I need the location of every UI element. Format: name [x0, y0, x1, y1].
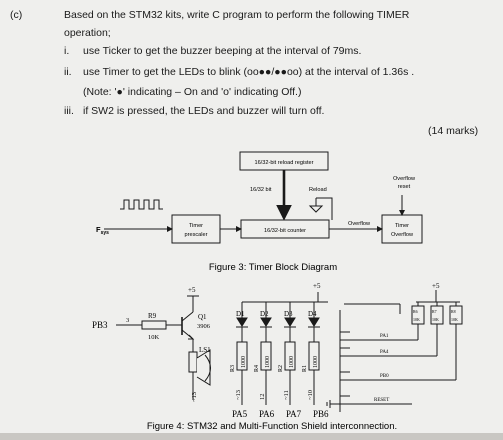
clock-waveform	[120, 199, 163, 210]
fsys-label: Fsys	[96, 225, 109, 236]
reload-register-label: 16/32-bit reload register	[254, 160, 313, 166]
res-right-label-r6: R6	[413, 309, 418, 314]
overflow-reset-label-2: reset	[398, 184, 411, 190]
res-right-value-3: 10K	[451, 317, 458, 322]
figure3-caption: Figure 3: Timer Block Diagram	[209, 262, 337, 273]
res-value-4: 1000	[313, 356, 319, 368]
pb3-label: PB3	[92, 320, 108, 330]
bit-label: 16/32 bit	[250, 187, 272, 193]
res-right-value-2: 10K	[432, 317, 439, 322]
plus5-led-label: +5	[313, 282, 321, 290]
overflow-label: Overflow	[348, 221, 371, 227]
question-intro-line1: Based on the STM32 kits, write C program…	[64, 9, 410, 21]
question-label: (c)	[10, 9, 23, 21]
pin-label-12: 12	[259, 394, 266, 401]
reload-label: Reload	[309, 187, 327, 193]
pin3-label: 3	[126, 317, 129, 324]
figure4-caption: Figure 4: STM32 and Multi-Function Shiel…	[147, 421, 397, 432]
item-text-1: use Ticker to get the buzzer beeping at …	[83, 45, 362, 57]
item-number-2: ii.	[64, 66, 72, 78]
timer-block-diagram: 16/32-bit reload register 16/32 bit Relo…	[96, 151, 423, 273]
led-label-d3: D3	[284, 310, 293, 318]
led-column-1	[236, 302, 248, 405]
res-label-r4: R4	[254, 365, 260, 372]
counter-label: 16/32-bit counter	[264, 228, 306, 234]
item-number-1: i.	[64, 45, 70, 57]
overflow-reset-label-1: Overflow	[393, 176, 416, 182]
r9-value: 10K	[148, 334, 160, 341]
item-text-2: use Timer to get the LEDs to blink (oo●●…	[83, 66, 415, 78]
led-label-d4: D4	[308, 310, 317, 318]
res-label-r1: R1	[302, 365, 308, 372]
timer-overflow-box	[381, 214, 423, 244]
switch-label-pa4: PA4	[380, 350, 389, 355]
res-right-label-r7: R7	[432, 309, 437, 314]
plus5-switch-label: +5	[432, 282, 440, 290]
timer-overflow-label-2: Overflow	[391, 232, 414, 238]
res-value-1: 1000	[241, 356, 247, 368]
q1-part-label: 3906	[197, 323, 211, 330]
r9-label: R9	[148, 312, 157, 320]
timer-overflow-label-1: Timer	[395, 223, 409, 229]
led-label-d2: D2	[260, 310, 269, 318]
res-value-2: 1000	[265, 356, 271, 368]
switch-network	[326, 290, 463, 412]
prescaler-label-1: Timer	[189, 223, 203, 229]
port-label-pa7: PA7	[286, 409, 302, 419]
switch-label-pb0: PB0	[380, 374, 389, 379]
question-intro-line2: operation;	[64, 27, 111, 39]
led-column-2	[260, 302, 272, 405]
prescaler-label-2: prescaler	[184, 232, 207, 238]
buzzer-pin-label: ~13	[191, 392, 198, 402]
res-right-label-r8: R8	[451, 309, 456, 314]
q1-label: Q1	[198, 313, 207, 321]
led-label-d1: D1	[236, 310, 245, 318]
ls1-label: LS1	[199, 346, 211, 354]
port-label-pa5: PA5	[232, 409, 248, 419]
res-label-r3: R3	[230, 365, 236, 372]
plus5-transistor-label: +5	[188, 286, 196, 294]
pin-label-11: ~11	[283, 390, 290, 400]
led-column-3	[284, 302, 296, 405]
marks-label: (14 marks)	[428, 125, 479, 137]
shield-schematic: +5 +5 +5 PB3 3 R9 10K Q1 3906 LS1 ~13 D1…	[92, 282, 463, 432]
port-label-pa6: PA6	[259, 409, 275, 419]
item-note: (Note: '●' indicating – On and 'o' indic…	[83, 86, 302, 98]
switch-label-reset: RESET	[374, 398, 389, 403]
res-value-3: 1000	[289, 356, 295, 368]
switch-label-pa1: PA1	[380, 334, 389, 339]
led-column-4	[308, 302, 320, 405]
item-number-3: iii.	[64, 105, 74, 117]
prescaler-box	[171, 214, 221, 244]
item-text-3: if SW2 is pressed, the LEDs and buzzer w…	[83, 105, 325, 117]
pin-label-13: ~13	[235, 390, 242, 400]
res-right-value-1: 10K	[413, 317, 420, 322]
res-label-r2: R2	[278, 365, 284, 372]
led-columns	[236, 302, 320, 405]
bottom-edge	[0, 433, 503, 440]
pin-label-10: ~10	[307, 390, 314, 400]
port-label-pb6: PB6	[313, 409, 329, 419]
